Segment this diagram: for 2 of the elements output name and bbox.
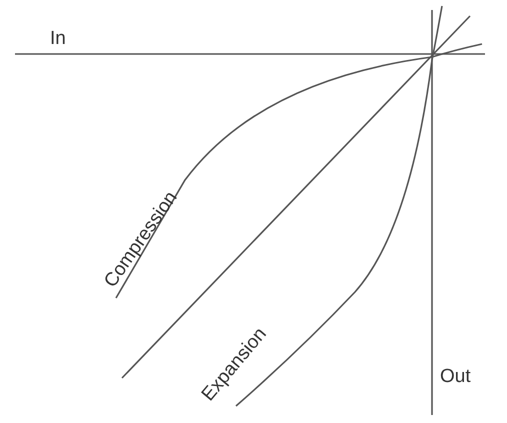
axis-label: In <box>50 29 66 48</box>
axis-label: Out <box>440 367 471 386</box>
